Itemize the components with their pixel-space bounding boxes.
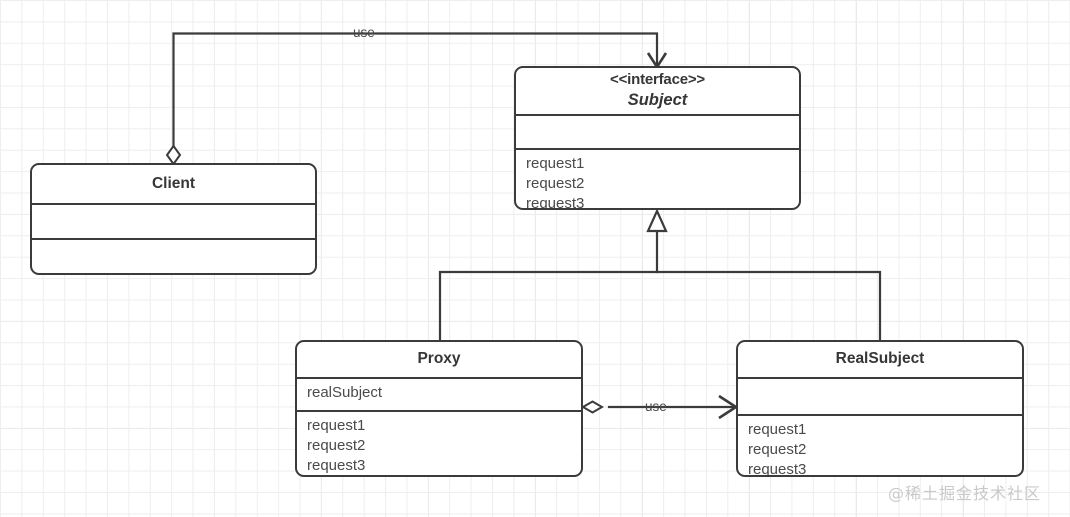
class-name-realsubject: RealSubject [835, 350, 925, 368]
class-header-realsubject: RealSubject [738, 342, 1022, 379]
class-box-proxy[interactable]: Proxy realSubject request1 request2 requ… [295, 340, 583, 477]
class-header-client: Client [32, 165, 315, 205]
class-methods-client [32, 240, 315, 273]
class-box-client[interactable]: Client [30, 163, 317, 275]
class-box-subject[interactable]: <<interface>> Subject request1 request2 … [514, 66, 801, 210]
method-row: request3 [748, 461, 807, 477]
class-header-subject: <<interface>> Subject [516, 68, 799, 116]
class-attributes-proxy: realSubject [297, 379, 581, 412]
class-attributes-realsubject [738, 379, 1022, 416]
attribute-row: realSubject [307, 384, 383, 401]
method-row: request1 [526, 155, 585, 172]
class-methods-subject: request1 request2 request3 [516, 150, 799, 208]
class-header-proxy: Proxy [297, 342, 581, 379]
class-methods-proxy: request1 request2 request3 [297, 412, 581, 474]
class-attributes-subject [516, 116, 799, 150]
class-box-realsubject[interactable]: RealSubject request1 request2 request3 [736, 340, 1024, 477]
method-row: request1 [748, 421, 807, 438]
method-row: request3 [307, 457, 366, 475]
method-row: request2 [526, 175, 585, 193]
class-name-proxy: Proxy [417, 350, 461, 368]
edge-label-use-top: use [353, 25, 375, 40]
watermark: @稀土掘金技术社区 [888, 484, 1042, 503]
method-row: request2 [307, 437, 366, 455]
class-methods-realsubject: request1 request2 request3 [738, 416, 1022, 477]
class-name-client: Client [151, 174, 196, 192]
class-name-subject: Subject [627, 91, 688, 110]
class-stereotype-subject: <<interface>> [610, 71, 705, 89]
class-attributes-client [32, 205, 315, 240]
method-row: request1 [307, 417, 366, 434]
edge-generalization-tree [438, 208, 882, 342]
edge-label-use-middle: use [645, 399, 667, 414]
method-row: request3 [526, 195, 585, 210]
method-row: request2 [748, 441, 807, 459]
